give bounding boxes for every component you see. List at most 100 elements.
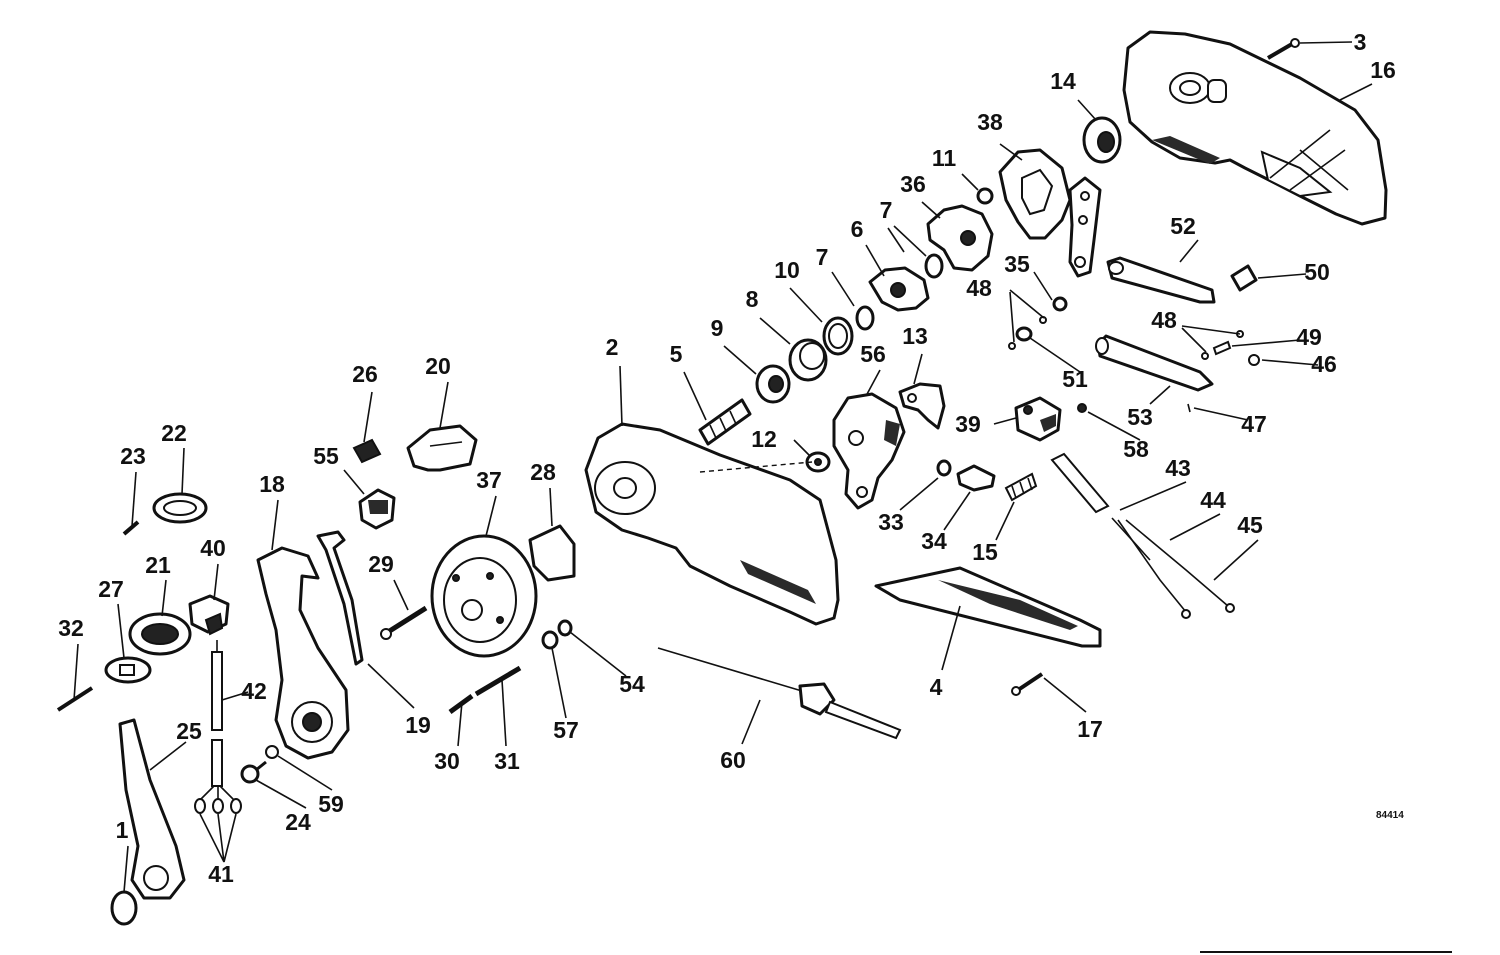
- callout-c8: 8: [746, 286, 759, 312]
- part-56-control-housing: [832, 392, 906, 510]
- callout-c43: 43: [1165, 455, 1191, 481]
- callout-c41: 41: [208, 861, 234, 887]
- callout-c34: 34: [921, 528, 947, 554]
- callout-c47: 47: [1241, 411, 1267, 437]
- part-13-lever: [898, 382, 946, 430]
- callout-c22: 22: [161, 420, 187, 446]
- part-1-cap: [110, 890, 138, 926]
- callout-c27: 27: [98, 576, 124, 602]
- callout-c28: 28: [530, 459, 556, 485]
- part-7-retaining-ring-upper: [924, 253, 944, 279]
- callout-c17: 17: [1077, 716, 1103, 742]
- part-27-gasket: [104, 656, 152, 684]
- part-34-plunger: [956, 464, 996, 492]
- callout-c50: 50: [1304, 259, 1330, 285]
- part-14-bushing: [1082, 116, 1122, 164]
- part-32-screw: [56, 686, 94, 712]
- part-23-screw: [122, 520, 140, 536]
- part-9-bushing: [755, 364, 791, 404]
- part-10-washer: [822, 316, 854, 356]
- part-31-screw: [474, 665, 522, 697]
- part-16-rear-housing: [1122, 30, 1388, 226]
- callout-c39: 39: [955, 411, 981, 437]
- part-37-flange: [430, 534, 538, 658]
- callout-c15: 15: [972, 539, 998, 565]
- callout-c53: 53: [1127, 404, 1153, 430]
- part-47-cotter: [1187, 403, 1191, 413]
- part-19-rod: [316, 530, 364, 666]
- callout-c35: 35: [1004, 251, 1030, 277]
- callout-c51: 51: [1062, 366, 1088, 392]
- callout-c21: 21: [145, 552, 171, 578]
- callout-c12: 12: [751, 426, 777, 452]
- callout-c45: 45: [1237, 512, 1263, 538]
- part-58-screw: [1077, 403, 1087, 413]
- part-40-switch: [188, 594, 230, 636]
- callout-c10: 10: [774, 257, 800, 283]
- part-33-ball: [936, 459, 952, 477]
- callout-c5: 5: [670, 341, 683, 367]
- part-7-retaining-ring-lower: [855, 305, 875, 331]
- part-12-washer: [805, 451, 831, 473]
- part-25-lever-arm: [118, 718, 186, 900]
- callout-c59: 59: [318, 791, 344, 817]
- callout-c4: 4: [930, 674, 943, 700]
- part-52-link: [1106, 256, 1216, 304]
- part-48-pins-left: [1008, 316, 1047, 350]
- callout-c44: 44: [1200, 487, 1226, 513]
- callout-c18: 18: [259, 471, 285, 497]
- part-4-cover: [874, 566, 1102, 648]
- callout-c6: 6: [851, 216, 864, 242]
- callout-c32: 32: [58, 615, 84, 641]
- part-3-screw: [1266, 38, 1300, 60]
- callout-c37: 37: [476, 467, 502, 493]
- callout-c2: 2: [606, 334, 619, 360]
- part-38-cam-lever: [998, 148, 1102, 278]
- callout-c55: 55: [313, 443, 339, 469]
- part-8-bearing: [788, 338, 828, 382]
- part-28-sleeve: [528, 524, 576, 582]
- part-44-wire: [1117, 519, 1191, 619]
- part-30-screw: [448, 693, 474, 715]
- callout-c26: 26: [352, 361, 378, 387]
- part-49-pin: [1212, 340, 1232, 356]
- callout-c38: 38: [977, 109, 1003, 135]
- callout-c30: 30: [434, 748, 460, 774]
- figure-code: 84414: [1376, 810, 1404, 821]
- callout-c60: 60: [720, 747, 746, 773]
- part-2-front-housing: [584, 422, 840, 626]
- part-15-spring: [1004, 472, 1038, 502]
- callout-c20: 20: [425, 353, 451, 379]
- part-6-detent: [868, 266, 930, 312]
- callout-c11: 11: [932, 145, 957, 171]
- callout-c57: 57: [553, 717, 579, 743]
- part-36-cam-plate: [926, 204, 994, 272]
- part-24-screw: [240, 760, 267, 784]
- callout-c23: 23: [120, 443, 146, 469]
- callout-c25: 25: [176, 718, 202, 744]
- assembly-centerline: [699, 461, 813, 473]
- callout-c3: 3: [1354, 29, 1367, 55]
- part-21-bezel: [128, 612, 192, 656]
- part-20-cover: [406, 424, 478, 472]
- part-51-screw: [1015, 326, 1033, 342]
- callout-c16: 16: [1370, 57, 1396, 83]
- callout-c48b: 48: [1151, 307, 1177, 333]
- part-53-link-rod: [1095, 334, 1214, 392]
- callout-numbers: 1234567789101112131415161718192021222324…: [58, 29, 1396, 887]
- leader-lines: [73, 41, 1373, 893]
- part-39-switch: [1014, 396, 1062, 442]
- callout-c29: 29: [368, 551, 394, 577]
- part-57-nut: [541, 630, 559, 650]
- part-35-nut: [1052, 296, 1068, 312]
- callout-c42: 42: [241, 678, 267, 704]
- part-11-nut: [976, 187, 994, 205]
- part-45-wire: [1125, 519, 1235, 613]
- callout-c1: 1: [116, 817, 129, 843]
- callout-c52: 52: [1170, 213, 1196, 239]
- part-46-washer: [1248, 354, 1260, 366]
- callout-c13: 13: [902, 323, 928, 349]
- callout-c56: 56: [860, 341, 886, 367]
